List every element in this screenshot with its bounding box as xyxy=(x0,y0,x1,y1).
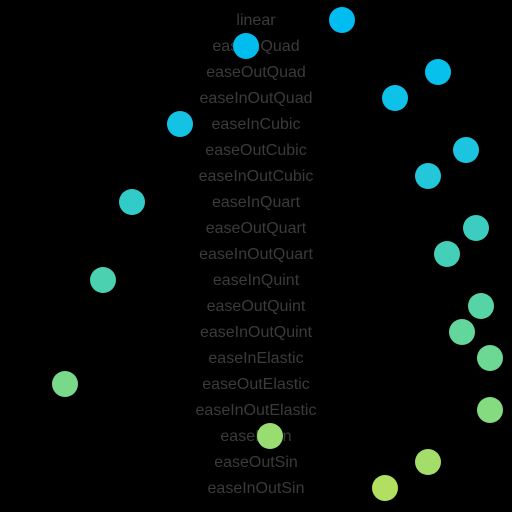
easing-ball-easeOutQuad xyxy=(424,59,451,85)
easing-label-easeInElastic: easeInElastic xyxy=(208,350,304,367)
easing-ball-easeInCubic xyxy=(166,111,193,137)
easing-ball-easeInQuart xyxy=(118,189,145,215)
easing-ball-easeInOutQuint xyxy=(448,319,475,345)
easing-label-easeInOutSin: easeInOutSin xyxy=(207,480,305,497)
easing-label-easeInOutQuart: easeInOutQuart xyxy=(199,246,313,263)
easing-ball-linear xyxy=(329,7,356,33)
easing-ball-easeOutElastic xyxy=(51,371,78,397)
easing-ball-easeInOutQuart xyxy=(434,241,461,267)
easing-label-easeInQuart: easeInQuart xyxy=(211,194,301,211)
easing-label-linear: linear xyxy=(236,12,276,29)
easing-label-easeInSin: easeInSin xyxy=(220,428,292,445)
easing-label-easeOutQuad: easeOutQuad xyxy=(206,64,306,81)
easing-label-easeInQuint: easeInQuint xyxy=(212,272,300,289)
easing-ball-easeOutCubic xyxy=(453,137,480,163)
easing-label-easeOutSin: easeOutSin xyxy=(214,454,298,471)
easing-label-easeOutCubic: easeOutCubic xyxy=(205,142,307,159)
easing-ball-easeOutSin xyxy=(415,449,442,475)
easing-label-easeInCubic: easeInCubic xyxy=(211,116,301,133)
easing-label-easeOutQuint: easeOutQuint xyxy=(206,298,306,315)
easing-ball-easeInOutCubic xyxy=(415,163,442,189)
easing-ball-easeOutQuart xyxy=(462,215,489,241)
easing-ball-easeInElastic xyxy=(477,345,504,371)
easing-ball-easeInOutElastic xyxy=(477,397,504,423)
easing-ball-easeOutQuint xyxy=(467,293,494,319)
easing-label-easeOutElastic: easeOutElastic xyxy=(202,376,310,393)
easing-ball-easeInSin xyxy=(257,423,284,449)
easing-ball-easeInQuad xyxy=(233,33,260,59)
easing-ball-easeInOutSin xyxy=(372,475,399,501)
easing-label-easeInOutElastic: easeInOutElastic xyxy=(195,402,317,419)
easing-ball-easeInOutQuad xyxy=(381,85,408,111)
easing-label-easeOutQuart: easeOutQuart xyxy=(205,220,307,237)
easing-label-easeInOutQuint: easeInOutQuint xyxy=(199,324,313,341)
easing-ball-easeInQuint xyxy=(90,267,117,293)
easing-label-easeInOutCubic: easeInOutCubic xyxy=(198,168,314,185)
easing-label-easeInOutQuad: easeInOutQuad xyxy=(199,90,313,107)
